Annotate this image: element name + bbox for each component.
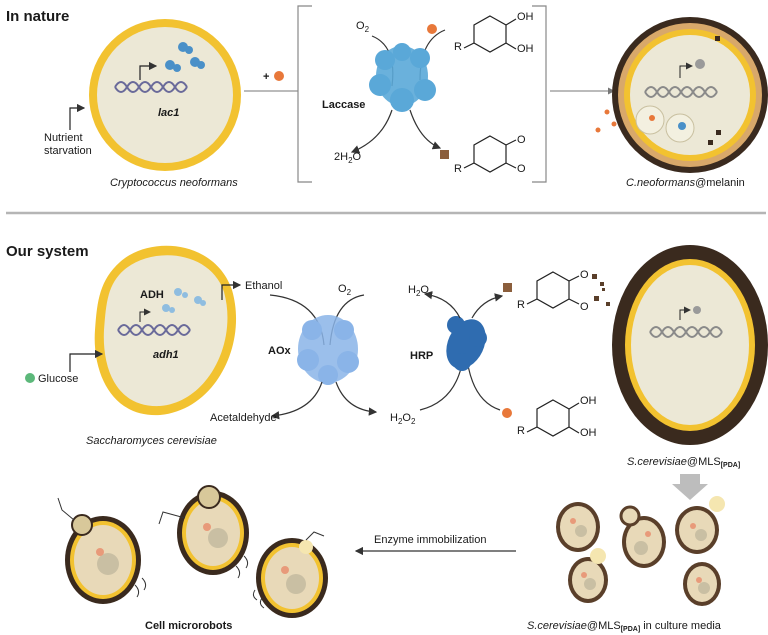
section-title-nature: In nature [6, 8, 69, 25]
catechol-structure-2 [526, 399, 580, 437]
bracket-left [297, 5, 312, 183]
melanized-cell [612, 17, 768, 173]
gene-lac1: lac1 [158, 107, 179, 119]
acetaldehyde-label: Acetaldehyde [210, 412, 277, 424]
pda-particles [592, 274, 610, 306]
svg-text:OH: OH [517, 11, 534, 23]
plus-sign: + [263, 71, 269, 83]
bracket-right [532, 5, 547, 183]
water-label: 2H2O [334, 151, 362, 165]
down-arrow-icon [672, 474, 708, 500]
quinone-square-icon-2 [503, 283, 512, 292]
quinone-structure-2 [526, 271, 580, 309]
hrp-label: HRP [410, 350, 433, 362]
svg-text:R: R [517, 425, 525, 437]
quinone-structure [463, 135, 517, 173]
ethanol-label: Ethanol [245, 280, 282, 292]
catechol-structure [463, 15, 517, 53]
quinone-square-icon [440, 150, 449, 159]
svg-text:R: R [454, 41, 462, 53]
melanized-yeast [612, 245, 768, 445]
gene-adh1: adh1 [153, 349, 179, 361]
laccase-enzyme-icon [369, 43, 436, 112]
aox-enzyme-icon [297, 315, 359, 385]
trigger-line1: Nutrient [44, 132, 83, 144]
laccase-protein-icon [165, 42, 205, 72]
cryptococcus-cell [89, 19, 241, 171]
adh-label: ADH [140, 289, 164, 301]
o2-top: O2 [356, 20, 370, 34]
svg-text:O: O [517, 163, 526, 175]
laccase-label: Laccase [322, 99, 365, 111]
svg-text:OH: OH [580, 427, 597, 439]
cryptococcus-label: Cryptococcus neoformans [110, 177, 238, 189]
substrate-dot-icon [427, 24, 437, 34]
h2o2-label: H2O2 [390, 412, 416, 426]
svg-text:O: O [517, 134, 526, 146]
culture-media-label: S.cerevisiae@MLS[PDA] in culture media [527, 620, 722, 633]
mls-result: S.cerevisiae@MLS[PDA] [627, 456, 740, 469]
svg-text:OH: OH [517, 43, 534, 55]
section-title-system: Our system [6, 243, 89, 260]
svg-text:O: O [580, 301, 589, 313]
saccharomyces-cell [94, 245, 237, 416]
svg-text:R: R [517, 299, 525, 311]
microrobot-1 [57, 497, 147, 604]
immobilization-label: Enzyme immobilization [374, 534, 486, 546]
saccharomyces-label: Saccharomyces cerevisiae [86, 435, 217, 447]
h2o-label: H2O [408, 284, 429, 298]
hrp-enzyme-icon [446, 316, 487, 371]
robots-label: Cell microrobots [145, 620, 232, 632]
svg-text:R: R [454, 163, 462, 175]
svg-text:O: O [580, 269, 589, 281]
culture-media-cells [556, 496, 725, 606]
melanin-result: C.neoformans@melanin [626, 177, 745, 189]
microrobot-3 [252, 531, 328, 618]
orange-dot-icon [274, 71, 284, 81]
glucose-label: Glucose [38, 373, 78, 385]
trigger-line2: starvation [44, 145, 92, 157]
aox-label: AOx [268, 345, 292, 357]
catechol-dot-icon [502, 408, 512, 418]
o2-right: O2 [338, 283, 352, 297]
glucose-dot-icon [25, 373, 35, 383]
svg-text:OH: OH [580, 395, 597, 407]
microrobot-2 [158, 485, 249, 579]
dna-helix-icon [114, 81, 188, 93]
